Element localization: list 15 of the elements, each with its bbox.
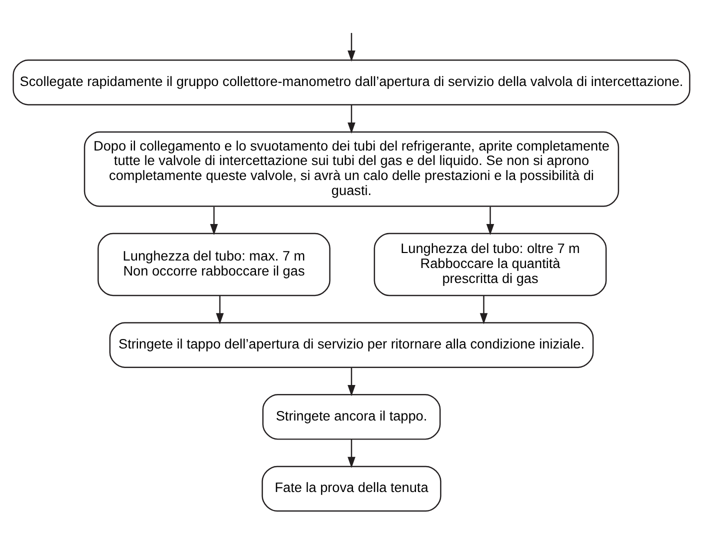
arrow bbox=[210, 206, 218, 235]
arrow bbox=[480, 295, 488, 324]
arrow bbox=[486, 206, 494, 235]
arrow bbox=[348, 104, 356, 134]
node-box: Lunghezza del tubo: oltre 7 m Rabboccare la quantità prescritta di gas bbox=[374, 232, 607, 296]
arrow bbox=[348, 366, 356, 396]
node-box: Stringete ancora il tappo. bbox=[262, 393, 441, 440]
arrow bbox=[348, 32, 356, 62]
node-box: Fate la prova della tenuta bbox=[262, 465, 442, 512]
node-box: Scollegate rapidamente il gruppo collettore-manometro dall’apertura di servizio della valvola di intercettazione. bbox=[12, 58, 690, 105]
node-box: Dopo il collegamento e lo svuotamento dei tubi del refrigerante, aprite completamente tutte le valvole di intercettazione sui tubi del gas e del liquido. Se non si aprono completamente queste valvole, si avrà un calo delle prestazioni e la possibilità di guasti. bbox=[84, 130, 620, 206]
node-box: Stringete il tappo dell’apertura di servizio per ritornare alla condizione iniziale. bbox=[109, 322, 594, 368]
node-box: Lunghezza del tubo: max. 7 m Non occorre rabboccare il gas bbox=[98, 232, 330, 296]
arrow bbox=[348, 438, 356, 468]
arrow bbox=[216, 295, 224, 324]
